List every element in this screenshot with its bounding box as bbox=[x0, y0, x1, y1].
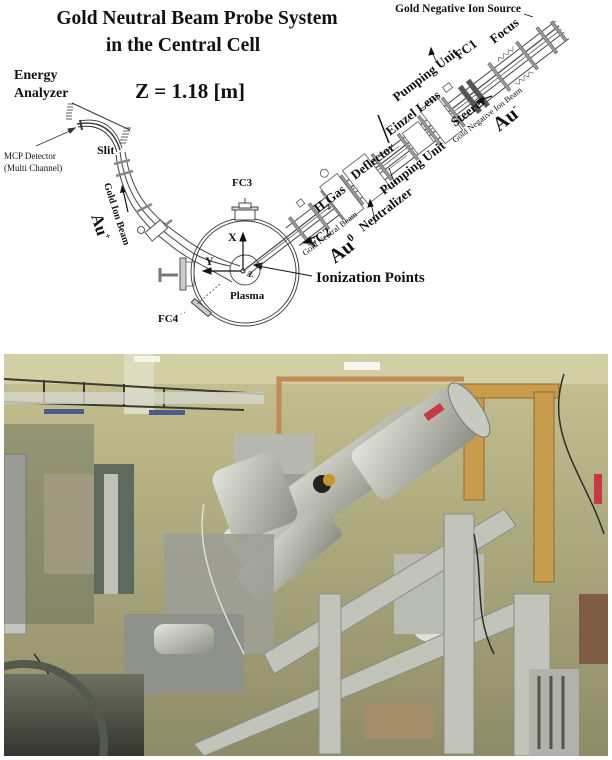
hardware-photograph bbox=[4, 354, 608, 756]
coordinate-axes bbox=[201, 231, 247, 275]
mcp-detector-label-2: (Multi Channel) bbox=[4, 163, 62, 173]
ionization-points-pointer bbox=[252, 262, 313, 277]
beam-probe-diagram: Gold Neutral Beam Probe System in the Ce… bbox=[0, 0, 612, 345]
mcp-detector-arrow bbox=[35, 127, 77, 147]
z-position-label: Z = 1.18 [m] bbox=[135, 79, 245, 103]
axis-x-label: X bbox=[228, 230, 237, 244]
energy-analyzer-label: Energy bbox=[14, 68, 58, 83]
ion-beamline bbox=[113, 151, 241, 291]
diagram-title-line2: in the Central Cell bbox=[106, 35, 261, 56]
central-cell-chamber bbox=[169, 198, 300, 327]
focus-label: Focus bbox=[487, 15, 522, 47]
plasma-label: Plasma bbox=[230, 290, 265, 302]
diagram-title-line1: Gold Neutral Beam Probe System bbox=[56, 8, 337, 29]
slit-label: Slit bbox=[97, 143, 114, 157]
axis-z-label: Z bbox=[248, 270, 253, 279]
energy-analyzer-plates bbox=[66, 102, 131, 153]
axis-y-label: Y bbox=[205, 254, 214, 268]
beam-direction-arrows bbox=[301, 13, 534, 244]
energy-analyzer-label-2: Analyzer bbox=[14, 86, 68, 101]
photo-left-panel bbox=[4, 453, 27, 635]
gold-ion-beam-annotation: Gold Ion Beam Au+ bbox=[87, 182, 132, 248]
gold-negative-ion-source-label: Gold Negative Ion Source bbox=[395, 3, 521, 15]
fc4-label: FC4 bbox=[158, 313, 179, 325]
neutral-beamline bbox=[242, 20, 570, 277]
mcp-detector-label: MCP Detector bbox=[4, 151, 56, 161]
photo-copper-frame bbox=[276, 376, 464, 434]
au-plus-label: Au+ bbox=[87, 211, 113, 242]
fc3-label: FC3 bbox=[232, 177, 253, 189]
ionization-points-label: Ionization Points bbox=[316, 270, 425, 286]
